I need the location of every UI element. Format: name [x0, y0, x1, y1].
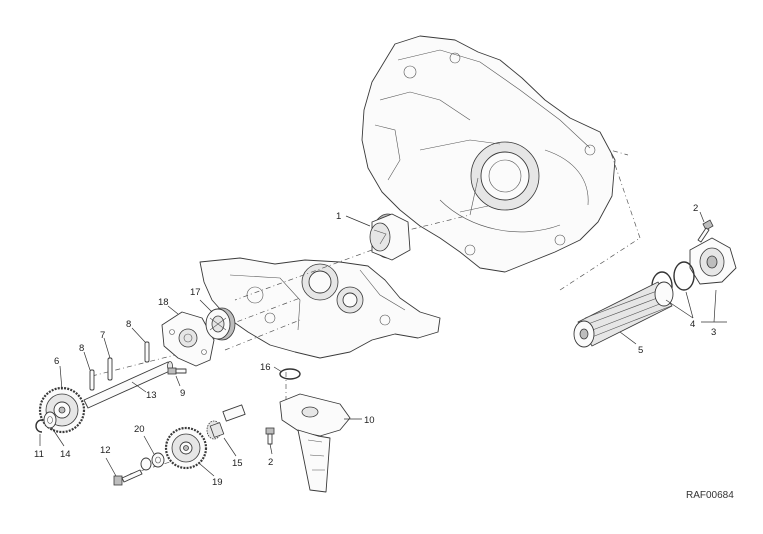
crankcase-lower [199, 257, 441, 359]
callout-14: 14 [60, 449, 71, 460]
callout-2-top: 2 [693, 203, 698, 214]
part-16-o-ring [279, 368, 301, 380]
part-13-shaft [83, 361, 173, 409]
callout-15: 15 [232, 458, 243, 469]
part-11-circlip [35, 419, 43, 433]
callout-9: 9 [180, 388, 185, 399]
part-14-washer [43, 411, 57, 429]
part-1-rotor-housing [369, 213, 411, 261]
part-2-bolt-bottom [265, 427, 275, 445]
part-7-pin [107, 357, 113, 381]
part-9-screw [167, 367, 187, 375]
part-8-pin-right [144, 341, 150, 363]
part-10-pickup [279, 393, 351, 493]
part-19-gear [164, 426, 208, 470]
callout-13: 13 [146, 390, 157, 401]
callout-2-bottom: 2 [268, 457, 273, 468]
part-2-bolt-top [697, 219, 714, 243]
callout-3: 3 [711, 327, 716, 338]
callout-19: 19 [212, 477, 223, 488]
callout-8-left: 8 [79, 343, 84, 354]
part-8-pin-left [89, 369, 95, 391]
callout-1: 1 [336, 211, 341, 222]
callout-16: 16 [260, 362, 271, 373]
callout-8-right: 8 [126, 319, 131, 330]
part-12-bolt [113, 469, 143, 486]
callout-10: 10 [364, 415, 375, 426]
callout-5: 5 [638, 345, 643, 356]
callout-6: 6 [54, 356, 59, 367]
callout-18: 18 [158, 297, 169, 308]
diagram-code: RAF00684 [686, 490, 734, 501]
part-20-washer [140, 452, 165, 471]
part-15-pinion [206, 404, 246, 440]
part-18-pump-body [161, 311, 215, 367]
callout-11: 11 [34, 449, 44, 460]
crankcase-upper [361, 35, 616, 273]
callout-12: 12 [100, 445, 111, 456]
callout-7: 7 [100, 330, 105, 341]
callout-4: 4 [690, 319, 695, 330]
callout-20: 20 [134, 424, 145, 435]
part-3-filter-cover [689, 237, 737, 285]
part-5-filter-cartridge [573, 281, 674, 348]
leader-lines [39, 211, 727, 477]
callout-labels: 1 2 3 4 5 6 7 8 8 9 10 11 12 13 14 15 16… [34, 203, 716, 488]
part-17-rotor [205, 307, 236, 341]
callout-17: 17 [190, 287, 201, 298]
